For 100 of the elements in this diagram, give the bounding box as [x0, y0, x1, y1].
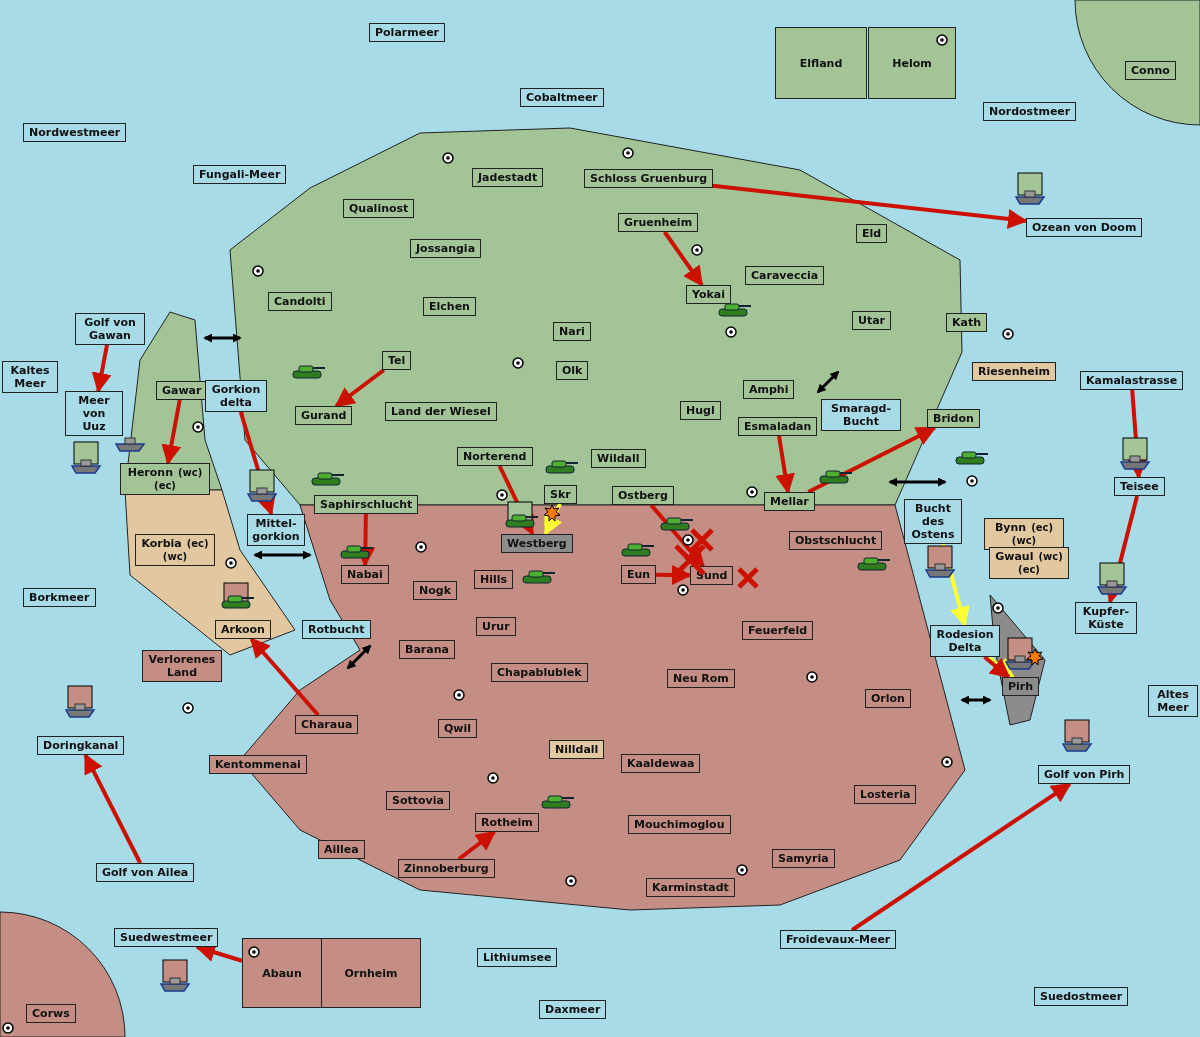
region-name: Suedwestmeer: [120, 931, 213, 944]
region-name: Kentommenai: [215, 758, 301, 771]
region-name: Corws: [32, 1007, 70, 1020]
land-region: [142, 650, 222, 682]
region-name: Cobaltmeer: [526, 91, 598, 104]
land-region: [135, 534, 215, 566]
region-name: Mouchimoglou: [634, 818, 725, 831]
region-name: Qwil: [444, 722, 472, 735]
land-region: [865, 689, 911, 708]
region-name: Orlon: [871, 692, 905, 705]
region-name: Olk: [562, 364, 583, 377]
region-name: Borkmeer: [29, 591, 90, 604]
region-name: Pirh: [1008, 680, 1034, 693]
sea-region: [1114, 477, 1165, 496]
region-name: Ostberg: [618, 489, 668, 502]
region-name: Tel: [388, 354, 406, 367]
land-region: [314, 495, 419, 514]
land-region: [667, 669, 735, 688]
region-name: Gawar: [162, 384, 202, 397]
land-region: [946, 313, 988, 332]
region-name: Hills: [480, 573, 508, 586]
land-region: [242, 938, 322, 1008]
region-name: Utar: [858, 314, 886, 327]
region-name: Hugl: [686, 404, 715, 417]
region-name: Meer von Uuz: [77, 394, 111, 433]
region-name: Schloss Gruenburg: [590, 172, 708, 185]
arrow: [334, 368, 386, 408]
coast-label: (wc): [162, 550, 188, 563]
region-name: Gorkion delta: [211, 383, 261, 409]
coast-label: (wc): [1038, 550, 1063, 563]
region-name: Losteria: [860, 788, 911, 801]
region-name: Saphirschlucht: [320, 498, 413, 511]
region-name: Mittel-gorkion: [252, 517, 300, 543]
region-name: Suedostmeer: [1040, 990, 1123, 1003]
region-name: Qualinost: [349, 202, 409, 215]
land-region: [584, 169, 714, 188]
region-name: Norterend: [463, 450, 527, 463]
sea-region: [1080, 371, 1184, 390]
region-name: Ornheim: [344, 966, 398, 980]
land-region: [318, 840, 365, 859]
land-region: [690, 566, 734, 585]
land-region: [612, 486, 674, 505]
sea-region: [114, 928, 219, 947]
sea-region: [539, 1000, 607, 1019]
region-name: Abaun: [262, 966, 302, 980]
region-name: Nabai: [347, 568, 383, 581]
land-region: [628, 815, 731, 834]
arrow: [497, 465, 535, 536]
sea-region: [302, 620, 371, 639]
land-region: [472, 168, 544, 187]
region-name: Elchen: [429, 300, 470, 313]
region-name: Nilldall: [555, 743, 599, 756]
region-name: Wildall: [597, 452, 640, 465]
region-name: Urur: [482, 620, 510, 633]
land-region: [621, 754, 701, 773]
region-name: Caraveccia: [751, 269, 819, 282]
arrow: [663, 230, 704, 287]
land-region: [621, 565, 657, 584]
region-name: Obstschlucht: [795, 534, 877, 547]
region-name: Bridon: [933, 412, 974, 425]
land-region: [295, 715, 359, 734]
coast-label: (ec): [1031, 521, 1054, 534]
arrow: [161, 399, 182, 465]
sea-region: [1148, 685, 1198, 717]
land-region: [742, 621, 814, 640]
region-name: Nari: [559, 325, 585, 338]
sea-region: [75, 313, 145, 345]
region-name: Gruenheim: [624, 216, 693, 229]
region-name: Kamalastrasse: [1086, 374, 1178, 387]
region-name: Lithiumsee: [483, 951, 552, 964]
land-region: [343, 199, 415, 218]
land-region: [382, 351, 412, 370]
land-region: [215, 620, 271, 639]
sea-region: [477, 948, 558, 967]
region-name: Samyria: [778, 852, 829, 865]
region-name: Polarmeer: [375, 26, 440, 39]
land-region: [544, 485, 577, 504]
sea-region: [2, 361, 58, 393]
region-name: Doringkanal: [43, 739, 119, 752]
region-name: Riesenheim: [978, 365, 1051, 378]
region-name: Jossangia: [416, 242, 476, 255]
region-name: Barana: [405, 643, 449, 656]
sea-region: [1034, 987, 1129, 1006]
sea-region: [520, 88, 604, 107]
region-name: Sund: [696, 569, 728, 582]
land-region: [474, 570, 514, 589]
land-region: [26, 1004, 76, 1023]
land-region: [553, 322, 591, 341]
land-region: [410, 239, 482, 258]
arrow: [238, 411, 276, 516]
region-name: Altes Meer: [1156, 688, 1190, 714]
region-name: Amphi: [749, 383, 789, 396]
region-name: Kaaldewaa: [627, 757, 695, 770]
arrow: [457, 830, 497, 861]
region-name: Rotheim: [481, 816, 533, 829]
land-region: [852, 311, 892, 330]
arrow: [712, 183, 1028, 229]
land-region: [764, 492, 815, 511]
land-region: [321, 938, 421, 1008]
land-region: [476, 617, 516, 636]
